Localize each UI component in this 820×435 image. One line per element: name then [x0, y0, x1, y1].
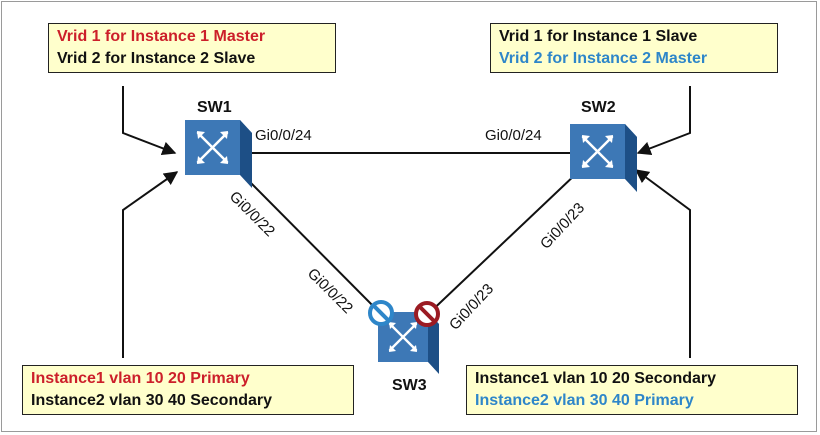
box-line: Instance2 vlan 30 40 Primary: [475, 392, 694, 409]
box-line: Vrid 1 for Instance 1 Slave: [499, 28, 698, 45]
switch-label-sw1: SW1: [197, 99, 232, 116]
arrow-top-right: [636, 86, 691, 156]
info-box-top-right: Vrid 1 for Instance 1 Slave Vrid 2 for I…: [490, 23, 778, 73]
box-line: Instance2 vlan 30 40 Secondary: [31, 392, 273, 409]
switch-label-sw2: SW2: [581, 99, 616, 116]
box-line: Vrid 2 for Instance 2 Master: [499, 50, 708, 67]
blue-circle-slash-icon: [368, 300, 394, 326]
port-label-sw1-gi0-0-24: Gi0/0/24: [255, 127, 312, 144]
arrow-top-left: [122, 86, 177, 156]
box-line: Vrid 2 for Instance 2 Slave: [57, 50, 256, 67]
red-no-entry-icon: [414, 301, 440, 327]
info-box-bottom-right: Instance1 vlan 10 20 Secondary Instance2…: [466, 365, 798, 415]
switch-sw1-icon[interactable]: [185, 120, 252, 188]
switch-sw2-icon[interactable]: [570, 124, 637, 192]
link-sw2-sw3: [423, 171, 579, 319]
info-box-bottom-left: Instance1 vlan 10 20 Primary Instance2 v…: [22, 365, 354, 415]
box-line: Vrid 1 for Instance 1 Master: [57, 28, 266, 45]
box-line: Instance1 vlan 10 20 Primary: [31, 370, 250, 387]
arrow-bottom-left: [122, 171, 179, 358]
switch-label-sw3: SW3: [392, 377, 427, 394]
arrow-bottom-right: [634, 169, 691, 358]
port-label-sw2-gi0-0-24: Gi0/0/24: [485, 127, 542, 144]
info-box-top-left: Vrid 1 for Instance 1 Master Vrid 2 for …: [48, 23, 336, 73]
link-sw1-sw3: [243, 175, 386, 319]
box-line: Instance1 vlan 10 20 Secondary: [475, 370, 717, 387]
